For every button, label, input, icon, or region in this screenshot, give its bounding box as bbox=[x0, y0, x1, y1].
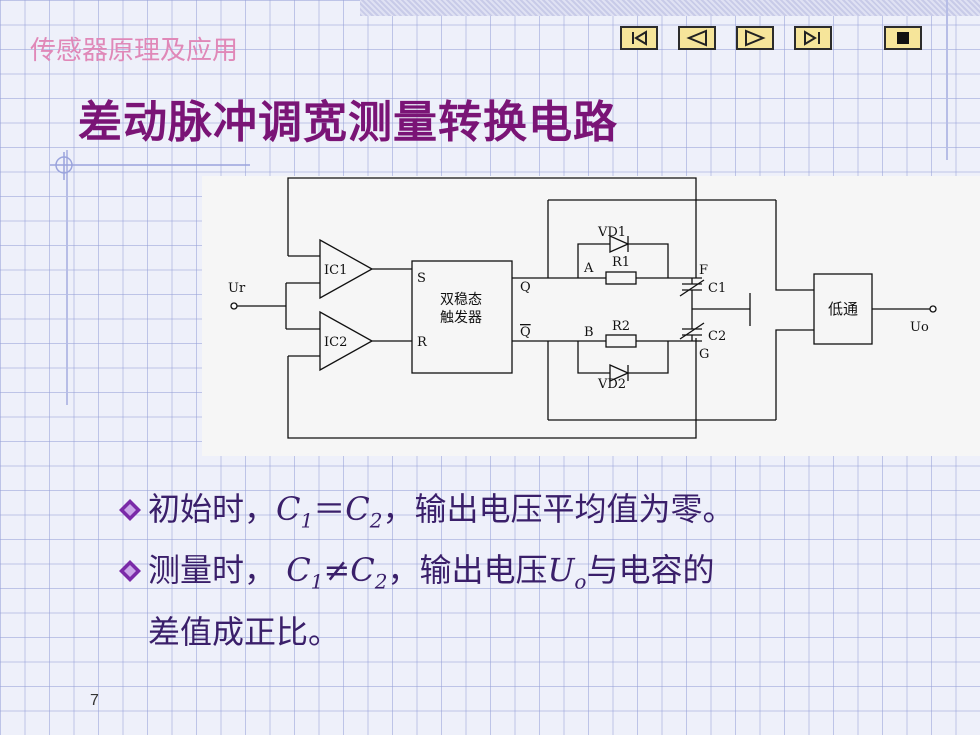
vd1-label: VD1 bbox=[597, 225, 626, 240]
r2-label: R2 bbox=[612, 319, 630, 334]
last-slide-button[interactable] bbox=[794, 26, 832, 50]
bullet-2-not-equal: ≠ bbox=[323, 551, 351, 590]
ic2-comparator bbox=[319, 310, 374, 372]
first-icon bbox=[632, 30, 647, 46]
bullet-2-u: U bbox=[547, 551, 575, 590]
page-number: 7 bbox=[90, 692, 99, 709]
prev-icon bbox=[686, 29, 707, 47]
flipflop-label-2: 触发器 bbox=[440, 310, 482, 326]
circuit-background bbox=[202, 176, 980, 456]
next-slide-button[interactable] bbox=[736, 26, 774, 50]
bullet-2-c1: C bbox=[286, 551, 311, 590]
stop-icon bbox=[897, 32, 909, 44]
bullet-1-equals: ＝ bbox=[313, 490, 346, 528]
bullet-2-c1-sub: 1 bbox=[310, 569, 324, 594]
flipflop-label-1: 双稳态 bbox=[440, 292, 482, 308]
bullet-item-2: 测量时， C1≠C2，输出电压Uo与电容的 bbox=[118, 545, 948, 606]
right-accent-line bbox=[946, 0, 948, 160]
end-show-button[interactable] bbox=[884, 26, 922, 50]
bullet-list: 初始时，C1＝C2，输出电压平均值为零。 测量时， C1≠C2，输出电压Uo与电… bbox=[118, 484, 948, 657]
pin-q-label: Q bbox=[520, 280, 531, 295]
page-title: 差动脉冲调宽测量转换电路 bbox=[78, 97, 618, 148]
lowpass-label: 低通 bbox=[828, 300, 858, 318]
bullet-2-c2: C bbox=[350, 551, 375, 590]
diamond-bullet-icon bbox=[119, 560, 141, 583]
bullet-1-prefix: 初始时， bbox=[148, 490, 277, 528]
c1-label: C1 bbox=[708, 281, 726, 296]
r1-label: R1 bbox=[612, 255, 630, 270]
bullet-item-2-cont: 差值成正比。 bbox=[118, 607, 948, 657]
bullet-1-c2-sub: 2 bbox=[369, 508, 383, 533]
vd2-diode bbox=[609, 363, 630, 383]
last-icon bbox=[804, 30, 820, 46]
pin-s-label: S bbox=[417, 271, 426, 286]
prev-slide-button[interactable] bbox=[678, 26, 716, 50]
diamond-bullet-icon bbox=[119, 499, 141, 521]
flipflop-block bbox=[411, 260, 513, 374]
node-f-label: F bbox=[699, 263, 708, 278]
bullet-2-prefix: 测量时， bbox=[148, 551, 277, 590]
bullet-1-rest: ，输出电压平均值为零。 bbox=[382, 490, 735, 528]
pin-r-label: R bbox=[417, 335, 428, 350]
top-pattern-bar bbox=[360, 0, 980, 16]
vd2-label: VD2 bbox=[597, 377, 626, 392]
bullet-1-c2: C bbox=[345, 490, 370, 528]
bullet-2-c2-sub: 2 bbox=[374, 569, 388, 594]
vd1-diode bbox=[609, 234, 630, 254]
node-g-label: G bbox=[699, 347, 709, 362]
bullet-1-c1-sub: 1 bbox=[300, 508, 314, 533]
bullet-2-line2: 差值成正比。 bbox=[148, 612, 341, 651]
uo-label: Uo bbox=[910, 320, 929, 335]
first-slide-button[interactable] bbox=[620, 26, 658, 50]
bullet-2-mid: ，输出电压 bbox=[387, 551, 548, 590]
crosshair-icon bbox=[50, 152, 250, 180]
left-accent-line bbox=[66, 150, 68, 405]
ur-label: Ur bbox=[228, 281, 246, 296]
bullet-2-u-sub: o bbox=[574, 569, 587, 594]
c2-label: C2 bbox=[708, 329, 726, 344]
pin-qbar-label: Q bbox=[520, 325, 531, 340]
pwm-circuit-diagram: Ur IC1 IC2 S R 双稳态 触发器 Q Q A B VD1 VD2 R… bbox=[202, 176, 980, 456]
node-a-label: A bbox=[583, 261, 594, 276]
course-subtitle: 传感器原理及应用 bbox=[30, 36, 239, 66]
ic1-comparator bbox=[319, 238, 374, 300]
bullet-2-rest: 与电容的 bbox=[586, 551, 715, 590]
ic1-label: IC1 bbox=[324, 263, 347, 278]
node-b-label: B bbox=[584, 325, 594, 340]
bullet-item-1: 初始时，C1＝C2，输出电压平均值为零。 bbox=[118, 484, 948, 545]
ic2-label: IC2 bbox=[324, 335, 347, 350]
next-icon bbox=[745, 29, 766, 47]
bullet-1-c1: C bbox=[276, 490, 301, 528]
